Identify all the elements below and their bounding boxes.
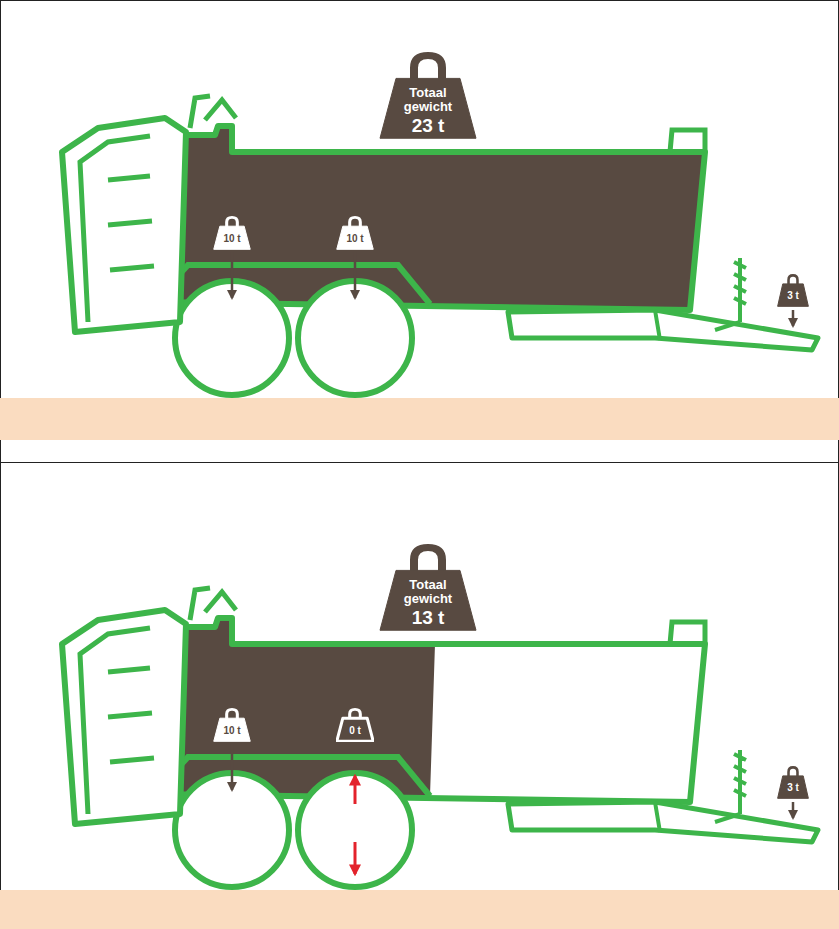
axle-weight-icon: 10 t xyxy=(336,216,374,250)
weight-label-box: 10 t xyxy=(213,228,251,250)
weight-heading: Totaal gewicht xyxy=(393,578,463,605)
weight-label-box: Totaal gewicht 23 t xyxy=(378,82,478,140)
weight-value: 0 t xyxy=(349,726,361,737)
weight-label-box: 10 t xyxy=(213,720,251,742)
axle-weight-icon: 0 t xyxy=(336,708,374,742)
total-weight-icon: Totaal gewicht 13 t xyxy=(378,544,478,632)
weight-label-box: 10 t xyxy=(336,228,374,250)
axle-weight-icon: 10 t xyxy=(213,708,251,742)
weight-label-box: 3 t xyxy=(777,777,809,799)
weight-value: 10 t xyxy=(223,726,240,737)
drawbar-weight-icon: 3 t xyxy=(777,274,809,307)
weight-value: 3 t xyxy=(787,291,799,302)
total-weight-icon: Totaal gewicht 23 t xyxy=(378,52,478,140)
axle-weight-icon: 10 t xyxy=(213,216,251,250)
weight-label-box: 0 t xyxy=(336,720,374,742)
weight-value: 13 t xyxy=(412,608,445,628)
drawbar-weight-icon: 3 t xyxy=(777,766,809,799)
weight-heading: Totaal gewicht xyxy=(393,86,463,113)
weight-label-box: Totaal gewicht 13 t xyxy=(378,574,478,632)
weight-value: 10 t xyxy=(346,234,363,245)
weight-value: 23 t xyxy=(412,116,445,136)
weight-label-box: 3 t xyxy=(777,285,809,307)
weight-value: 10 t xyxy=(223,234,240,245)
weight-value: 3 t xyxy=(787,783,799,794)
